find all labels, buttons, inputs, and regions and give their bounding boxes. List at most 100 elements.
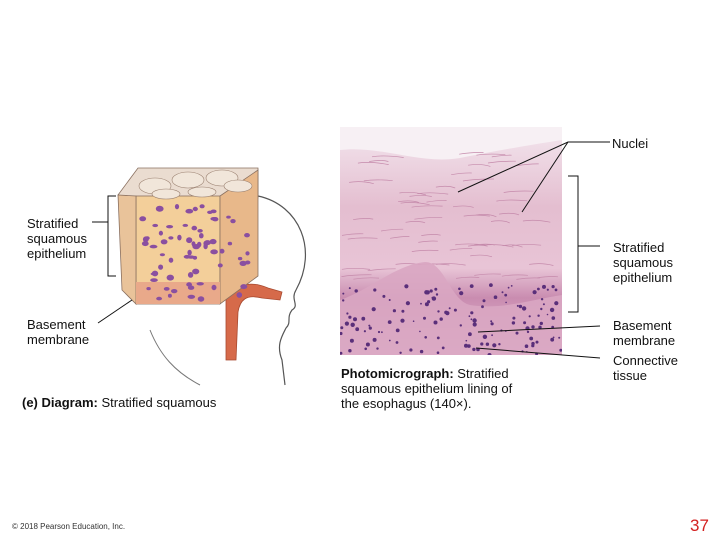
photo-nucleus (354, 289, 358, 293)
label-basement-left-line1: Basement (27, 317, 86, 332)
photo-nucleus (526, 330, 530, 334)
photo-streak (353, 277, 380, 280)
photo-nucleus (515, 331, 519, 335)
block-nucleus (217, 263, 223, 268)
photo-streak (459, 152, 484, 155)
block-nucleus (185, 208, 194, 214)
photo-streak (456, 276, 480, 279)
label-stratified-left: Stratified squamous epithelium (27, 216, 87, 261)
diagram-caption-bold: (e) Diagram: (22, 395, 98, 410)
photo-nucleus (399, 351, 402, 354)
photo-nucleus (377, 330, 381, 334)
basement-right-leader (477, 325, 601, 333)
photo-nucleus (558, 336, 561, 339)
photo-streak (503, 190, 534, 193)
photo-nucleus (340, 331, 343, 336)
block-nucleus (156, 296, 163, 301)
photo-nucleus (355, 327, 360, 332)
photo-caption-text-2: squamous epithelium lining of (341, 381, 513, 396)
nuclei-leader-2 (521, 141, 569, 213)
photo-nucleus (392, 309, 396, 313)
label-stratified-left-line1: Stratified (27, 216, 79, 231)
photo-nucleus (546, 288, 549, 291)
photo-nucleus (468, 315, 471, 318)
photo-nucleus (405, 301, 410, 306)
block-nucleus (186, 237, 193, 244)
label-nuclei: Nuclei (612, 136, 649, 151)
block-side-face (219, 169, 259, 305)
photo-nucleus (521, 306, 527, 311)
head-outline (257, 195, 306, 386)
photo-caption: Photomicrograph: Stratified squamous epi… (341, 366, 512, 411)
photo-nucleus (540, 307, 543, 311)
photo-streak (483, 244, 514, 248)
photo-nucleus (436, 351, 440, 355)
photo-nucleus (371, 307, 376, 312)
photo-nucleus (419, 330, 421, 333)
label-stratified-left-line3: epithelium (27, 246, 87, 261)
photo-nucleus (485, 342, 490, 346)
photo-streak (414, 216, 443, 220)
block-nucleus (197, 229, 203, 233)
photo-nucleus (489, 283, 493, 287)
neck-outline (149, 329, 201, 386)
photo-nucleus (540, 298, 544, 301)
photo-squamous-streaks (341, 152, 559, 280)
photo-nucleus (404, 284, 409, 289)
photo-streak (475, 214, 497, 218)
connective-leader (475, 347, 601, 359)
photo-nucleus (448, 307, 451, 310)
photo-nucleus (395, 341, 399, 344)
surface-cells (138, 169, 253, 200)
photo-streak (452, 205, 474, 208)
label-connective: Connective tissue (613, 353, 678, 383)
photo-nucleus (372, 337, 377, 342)
block-nucleus (211, 284, 217, 291)
photo-streak (411, 249, 439, 252)
nuclei-leader-1 (457, 141, 610, 193)
photo-caption-text-1: Stratified (453, 366, 509, 381)
block-nucleus (199, 204, 205, 209)
block-nucleus (219, 248, 225, 254)
photo-connective-nuclei (340, 283, 562, 355)
photo-streak (341, 233, 364, 236)
photo-streak (341, 267, 371, 270)
block-nucleus (166, 274, 174, 281)
photo-nucleus (342, 292, 345, 295)
left-bracket-stratified (107, 195, 116, 277)
photo-nucleus (531, 341, 535, 346)
photo-nucleus (537, 287, 540, 291)
right-bracket-stratified (568, 175, 579, 313)
photo-nucleus (419, 349, 424, 354)
block-nucleus (199, 233, 204, 239)
photo-nucleus (480, 342, 484, 346)
photo-streak (390, 236, 410, 239)
photo-streak (491, 154, 512, 158)
label-basement-right: Basement membrane (613, 318, 675, 348)
diagram-caption: (e) Diagram: Stratified squamous (22, 395, 216, 410)
photo-nucleus (524, 344, 529, 349)
photo-streak (487, 160, 516, 164)
photo-nucleus (431, 296, 437, 301)
photo-nucleus (427, 300, 431, 304)
photo-streak (418, 240, 438, 243)
photo-nucleus (346, 312, 349, 315)
photo-nucleus (441, 346, 445, 350)
block-nucleus (187, 255, 195, 259)
photo-nucleus (469, 284, 474, 288)
photo-nucleus (470, 311, 474, 315)
label-basement-left: Basement membrane (27, 317, 89, 347)
photo-streak (409, 195, 432, 197)
photo-nucleus (344, 321, 349, 326)
block-nucleus (191, 225, 198, 231)
diagram-caption-text: Stratified squamous (97, 395, 217, 410)
block-nucleus (226, 215, 231, 219)
photo-nucleus (537, 314, 540, 317)
block-nucleus (230, 219, 236, 224)
photo-nucleus (532, 290, 537, 295)
photo-nucleus (400, 318, 405, 323)
label-stratified-right: Stratified squamous epithelium (613, 240, 673, 285)
photo-caption-bold: Photomicrograph: (341, 366, 454, 381)
photo-nucleus (472, 318, 477, 323)
photo-nucleus (459, 291, 464, 296)
